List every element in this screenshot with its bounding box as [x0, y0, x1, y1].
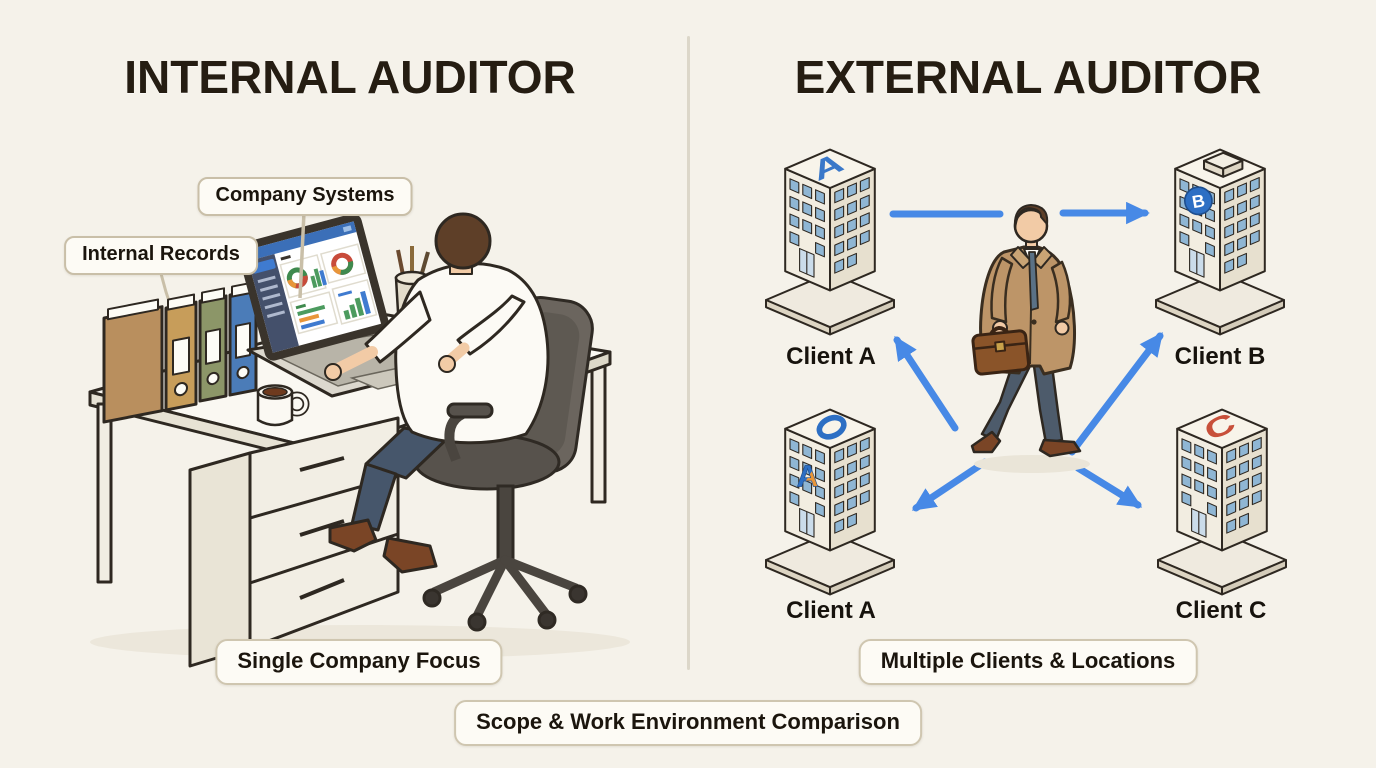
person-tie	[1028, 251, 1039, 311]
person-shoe	[328, 518, 378, 553]
arrow-to-client-c	[1074, 464, 1143, 509]
person-shadow	[974, 455, 1090, 473]
arrow-to-client-a-bottom	[911, 458, 989, 512]
roof-ring-logo	[816, 414, 847, 440]
building-client-c: C	[1156, 406, 1288, 596]
internal-auditor-scene	[88, 211, 630, 668]
building-badge-letter: B	[1190, 190, 1206, 212]
client-a-bottom-label: Client A	[786, 597, 876, 624]
office-chair-base	[422, 402, 588, 632]
client-a-top-label: Client A	[786, 343, 876, 370]
drawer-unit	[188, 416, 400, 668]
person-hair	[1013, 204, 1049, 230]
person-shoe	[970, 430, 1002, 454]
building-client-a-top: A	[764, 146, 896, 336]
company-systems-connector-line	[298, 211, 306, 299]
company-systems-label: Company Systems	[197, 177, 413, 216]
internal-records-label: Internal Records	[64, 236, 258, 275]
client-b-label: Client B	[1174, 343, 1266, 370]
external-auditor-scene: A B A	[764, 146, 1288, 596]
internal-auditor-person	[324, 212, 550, 574]
panel-divider-line	[687, 36, 690, 670]
internal-auditor-title: INTERNAL AUDITOR	[124, 51, 576, 103]
laptop-screen-dashboard	[237, 213, 389, 361]
person-head	[434, 212, 492, 270]
building-client-b: B	[1154, 148, 1286, 336]
rooftop-box	[1202, 151, 1244, 178]
single-company-focus-caption: Single Company Focus	[215, 639, 503, 685]
external-auditor-person	[970, 204, 1090, 473]
building-client-a-bottom: A	[764, 408, 896, 596]
external-auditor-title: EXTERNAL AUDITOR	[794, 51, 1262, 103]
client-c-label: Client C	[1175, 597, 1267, 624]
person-hand	[324, 363, 342, 381]
client-b-badge: B	[1183, 186, 1213, 216]
building-face-letter: A	[797, 459, 819, 493]
person-leg	[980, 364, 1032, 442]
arrow-to-client-b-base	[1068, 332, 1164, 456]
coffee-mug	[256, 384, 310, 427]
binder-stack	[102, 281, 258, 424]
scope-comparison-caption: Scope & Work Environment Comparison	[454, 700, 922, 746]
multiple-clients-caption: Multiple Clients & Locations	[858, 639, 1198, 685]
briefcase-icon	[971, 326, 1031, 376]
travel-arrows	[889, 201, 1164, 512]
arrow-to-client-a-top	[893, 335, 959, 432]
